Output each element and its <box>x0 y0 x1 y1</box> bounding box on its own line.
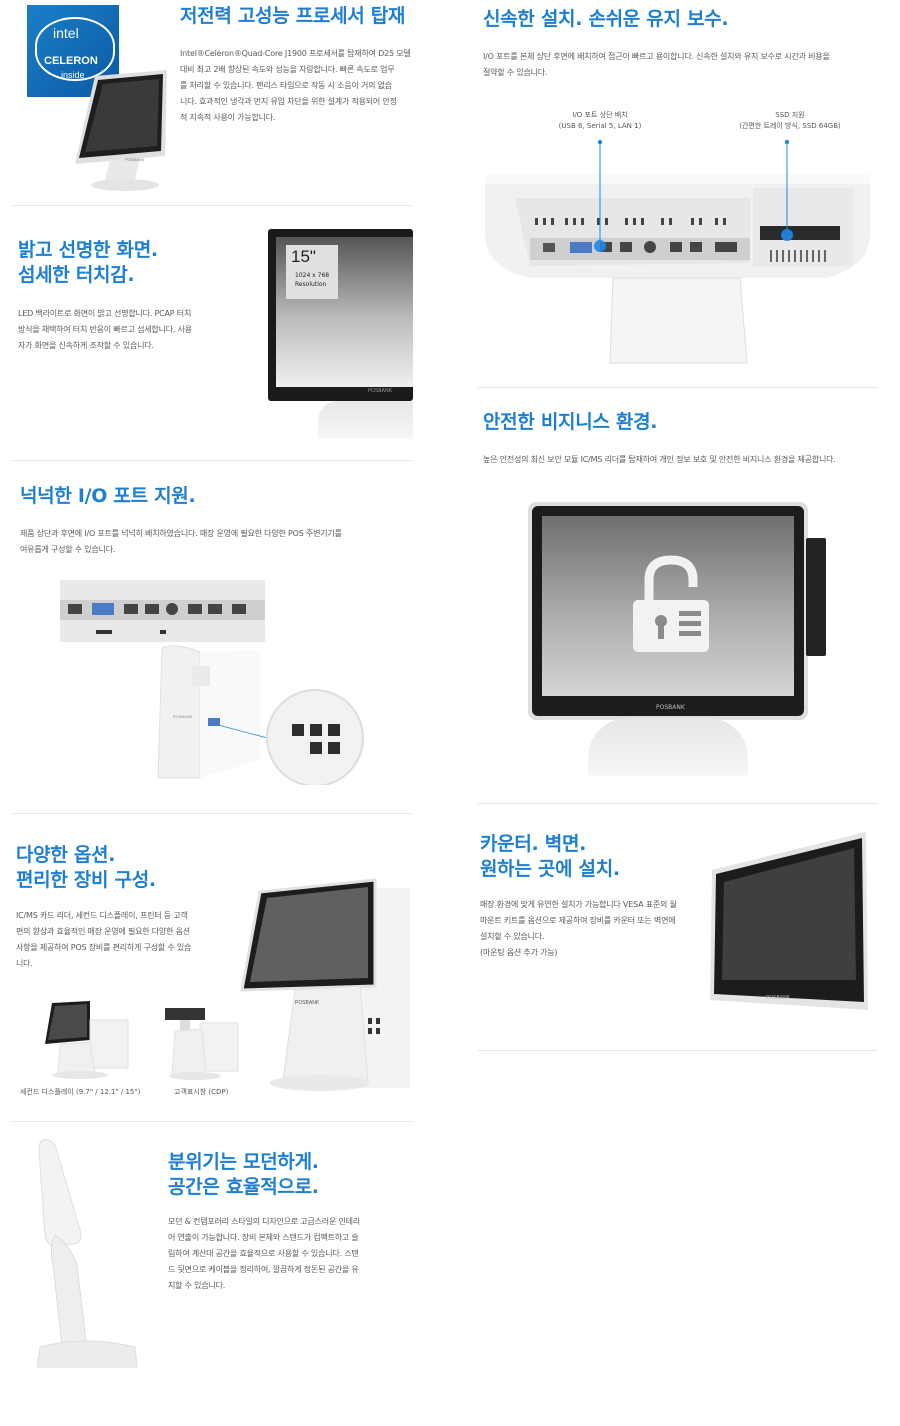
section-body-install: I/O 포트를 본체 상단 후면에 배치하여 접근이 빠르고 용이합니다. 신속… <box>483 52 830 77</box>
section-title-install: 신속한 설치. 손쉬운 유지 보수. <box>483 8 729 30</box>
divider <box>12 813 412 814</box>
divider <box>478 387 878 388</box>
display-screen-image: 15" 1024 x 768 Resolution POSBANK <box>268 229 413 439</box>
svg-text:POSBANK: POSBANK <box>295 1000 320 1006</box>
section-title-security: 안전한 비지니스 환경. <box>483 411 658 433</box>
callout-io-label: I/O 포트 상단 배치 (USB 6, Serial 5, LAN 1) <box>558 111 642 130</box>
section-title-design: 분위기는 모던하게. 공간은 효율적으로. <box>168 1151 319 1198</box>
callout-ssd-label: SSD 지원 (간편한 트레이 방식, SSD 64GB) <box>739 111 841 130</box>
second-display-option-image <box>45 1001 129 1079</box>
pos-side-profile-image <box>36 1139 138 1368</box>
display-size-card: 15" 1024 x 768 Resolution <box>286 245 338 299</box>
section-title-io: 넉넉한 I/O 포트 지원. <box>20 485 196 507</box>
section-body-mount: 매장 환경에 맞게 유연한 설치가 가능합니다 VESA 표준의 월 마운트 키… <box>480 900 677 957</box>
celeron-text: CELERON <box>44 55 98 67</box>
divider <box>12 205 412 206</box>
section-body-security: 높은 안전성의 최신 보안 모듈 IC/MS 리더를 탑재하여 개인 정보 보호… <box>483 455 836 464</box>
inside-text: inside <box>61 70 85 80</box>
secure-pos-image: POSBANK <box>528 500 838 780</box>
section-body-display: LED 백라이트로 화면이 밝고 선명합니다. PCAP 터치 방식을 채택하여… <box>18 309 192 350</box>
divider <box>478 803 878 804</box>
io-ports-image: POSBANK <box>60 580 364 785</box>
cdp-option-image <box>165 1008 239 1080</box>
intel-celeron-badge: intel CELERON inside <box>27 5 119 97</box>
svg-text:POSBANK: POSBANK <box>766 995 791 1001</box>
divider <box>12 460 412 461</box>
caption-cdp: 고객표시창 (CDP) <box>174 1088 229 1096</box>
intel-logo-text: intel <box>53 25 79 41</box>
section-body-io: 제품 상단과 후면에 I/O 포트를 넉넉히 배치하였습니다. 매장 운영에 필… <box>20 529 342 554</box>
pos-with-second-display-image: POSBANK <box>240 878 410 1091</box>
card-reader <box>806 538 826 656</box>
section-body-processor: Intel®Celeron®Quad-Core J1900 프로세서를 탑재하여… <box>180 49 411 122</box>
caption-second-display: 세컨드 디스플레이 (9.7" / 12.1" / 15") <box>20 1088 141 1096</box>
section-title-display: 밝고 선명한 화면. 섬세한 터치감. <box>18 239 158 286</box>
svg-text:POSBANK: POSBANK <box>125 157 145 162</box>
section-title-mount: 카운터. 벽면. 원하는 곳에 설치. <box>480 833 620 880</box>
brand-logo-text: POSBANK <box>368 388 392 394</box>
wall-mount-display-image: POSBANK <box>710 832 868 1010</box>
section-title-processor: 저전력 고성능 프로세서 탑재 <box>180 5 406 27</box>
pos-top-io-image <box>485 139 870 364</box>
divider <box>478 1050 878 1051</box>
divider <box>12 1121 412 1122</box>
padlock-icon <box>633 555 709 652</box>
brand-logo-text: POSBANK <box>656 704 685 711</box>
section-title-options: 다양한 옵션. 편리한 장비 구성. <box>16 844 156 891</box>
svg-text:POSBANK: POSBANK <box>173 714 193 719</box>
pos-terminal-image-angled: POSBANK <box>75 70 167 191</box>
section-body-design: 모던 & 컨템포러리 스타일의 디자인으로 고급스러운 인테리 어 연출이 가능… <box>168 1217 360 1290</box>
section-body-options: IC/MS 카드 리더, 세컨드 디스플레이, 프린터 등 고객 편의 향상과 … <box>16 911 192 968</box>
